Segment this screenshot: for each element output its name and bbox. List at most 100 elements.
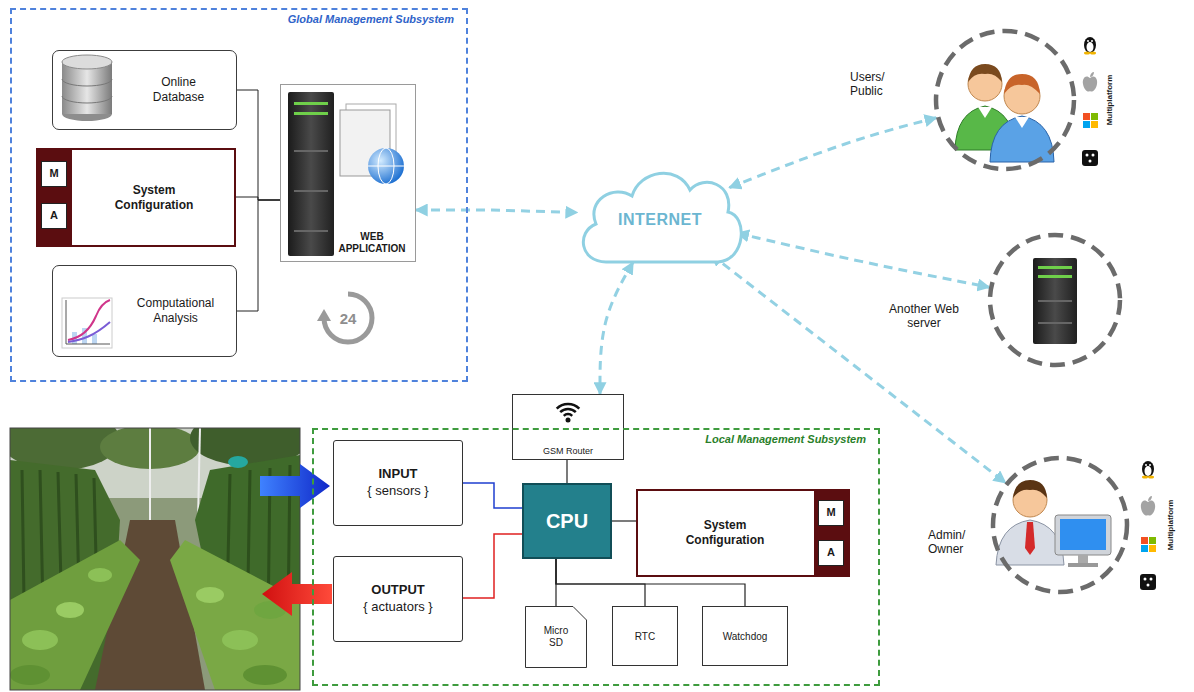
- remote-server-icon: [1033, 258, 1077, 344]
- connector-line: [612, 520, 636, 521]
- server-icon: [368, 148, 404, 184]
- garden-photo: [228, 456, 248, 468]
- database-icon: [62, 96, 112, 103]
- node-label: Computational Analysis: [128, 296, 224, 326]
- node-label: CPU: [546, 510, 588, 533]
- chart-icon: [92, 334, 97, 344]
- photo-frame: [10, 428, 300, 690]
- internet-cloud: INTERNET: [574, 162, 746, 268]
- remote-server-icon: [1038, 300, 1072, 302]
- server-icon: [294, 230, 328, 232]
- users-icon: [1015, 117, 1029, 128]
- node-label: { actuators }: [363, 599, 432, 616]
- server-icon: [294, 190, 328, 192]
- admin-icon: [1060, 519, 1106, 550]
- garden-photo: [149, 428, 151, 520]
- node-label: Watchdog: [723, 631, 768, 642]
- database-box: Online Database: [52, 50, 237, 130]
- subsystem-group: INPUT{ sensors } CPU M A System Configuratio…: [312, 428, 880, 686]
- node-label: { sensors }: [367, 483, 428, 500]
- circle-outline: [936, 31, 1074, 169]
- subsystem-title: Local Management Subsystem: [705, 433, 866, 445]
- connector-line: [237, 90, 280, 200]
- garden-photo: [56, 602, 84, 618]
- mode-tab: A: [41, 203, 67, 229]
- database-icon: [62, 55, 112, 121]
- server-icon: [294, 102, 328, 105]
- node-label: GSM Router: [543, 446, 593, 456]
- garden-photo: [196, 587, 224, 603]
- admin-icon: [1025, 522, 1035, 555]
- router-box: GSM Router: [512, 394, 624, 460]
- analysis-box: Computational Analysis: [52, 265, 237, 357]
- config-box: M A System Configuration: [636, 489, 850, 577]
- wifi-icon: [557, 404, 580, 422]
- web-application-box: WEB APPLICATION: [280, 84, 416, 262]
- config-box: M A System Configuration: [36, 148, 236, 247]
- chart-icon: [68, 300, 110, 340]
- os-icons: [1082, 37, 1098, 166]
- clock-24-icon: [324, 294, 372, 342]
- input-box: INPUT{ sensors }: [333, 440, 463, 526]
- node-label: Online Database: [142, 75, 216, 105]
- node-label: WEB APPLICATION: [332, 231, 412, 255]
- clock-box: RTC: [612, 606, 678, 666]
- network-link: [737, 233, 989, 287]
- server-icon: [368, 166, 404, 167]
- garden-photo: [22, 630, 58, 650]
- chart-icon: [68, 322, 110, 342]
- node-label: RTC: [635, 631, 655, 642]
- node-label: Micro SD: [536, 625, 576, 649]
- connector-line: [463, 483, 522, 508]
- users-icon: [955, 64, 1054, 162]
- admin-icon: [1055, 515, 1111, 555]
- storage-card: Micro SD: [525, 606, 587, 668]
- network-link: [729, 118, 936, 188]
- cloud-outline: [583, 173, 741, 262]
- database-icon: [62, 62, 112, 114]
- tab-letter: A: [827, 546, 835, 560]
- server-icon: [294, 150, 328, 152]
- node-label: OUTPUT: [371, 582, 424, 599]
- database-icon: [62, 55, 112, 69]
- wifi-icon: [557, 404, 580, 409]
- clock-24-icon: [317, 309, 331, 321]
- clock-24-icon: [317, 294, 372, 342]
- node-label: Users/ Public: [850, 70, 902, 99]
- server-icon: [288, 92, 334, 256]
- wifi-icon: [564, 414, 572, 416]
- remote-server-icon: [1038, 275, 1072, 278]
- tab-letter: M: [49, 167, 58, 181]
- platform-note: Multiplatform: [1106, 75, 1114, 126]
- remote-server-icon: [1033, 258, 1077, 344]
- garden-photo: [170, 540, 300, 690]
- node-label: Another Web server: [876, 302, 972, 331]
- platform-note: Multiplatform: [1167, 500, 1175, 551]
- admin-icon: [1013, 480, 1047, 498]
- garden-photo: [10, 428, 300, 690]
- network-link: [600, 262, 633, 394]
- node-label: INPUT: [379, 466, 418, 483]
- tab-letter: A: [50, 209, 58, 223]
- garden-photo: [88, 568, 112, 582]
- server-icon: [288, 92, 404, 256]
- admin-icon: [1068, 563, 1098, 567]
- users-icon: [1004, 74, 1040, 94]
- wifi-icon: [566, 418, 571, 423]
- circle-outline: [993, 458, 1127, 592]
- connector-line: [237, 200, 280, 311]
- server-icon: [294, 112, 328, 115]
- node-label: System Configuration: [104, 183, 204, 213]
- tab-letter: M: [826, 506, 835, 520]
- circle-outline: [987, 232, 1123, 368]
- remote-server-icon: [1038, 266, 1072, 269]
- chart-icon: [62, 298, 112, 348]
- remote-server-icon: [1038, 322, 1072, 324]
- connectors: [236, 90, 1005, 606]
- server-circle: Another Web server: [987, 232, 1123, 368]
- node-label: System Configuration: [675, 518, 775, 548]
- node-label: Admin/ Owner: [928, 528, 980, 557]
- card-outline: [526, 607, 587, 668]
- wifi-icon: [560, 409, 576, 412]
